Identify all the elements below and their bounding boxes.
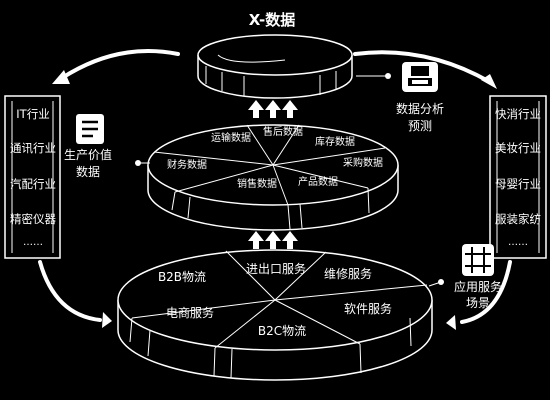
middle-segment-label: 运输数据 [211,131,251,144]
bottom-segment-label: 进出口服务 [246,261,306,276]
grid-icon [462,244,494,276]
left-industry-item: 精密仪器 [10,212,56,226]
middle-side-label-1: 生产价值 [64,147,112,162]
right-industry-item: 母婴行业 [495,177,541,191]
bottom-segment-label: B2C物流 [258,324,306,338]
left-industry-item: 汽配行业 [10,177,56,191]
right-industry-more: …… [508,237,528,248]
middle-segment-label: 产品数据 [298,175,338,188]
middle-segment-label: 销售数据 [237,177,277,190]
up-arrows-lower [248,231,298,249]
middle-segment-label: 采购数据 [343,156,383,169]
middle-disc [147,124,399,231]
top-connector-dot [385,73,391,79]
up-arrow-icon [248,231,264,249]
printer-icon [402,62,438,92]
up-arrow-icon [282,100,298,118]
bottom-segment-label: 电商服务 [166,305,214,320]
bottom-left-curve-arrow [38,260,102,322]
bottom-segment-label: 维修服务 [324,266,372,281]
bottom-disc [117,249,433,381]
left-industry-item: 通讯行业 [10,141,56,155]
right-industry-box: 快消行业 美妆行业 母婴行业 服装家纺 …… [489,95,547,259]
up-arrow-icon [248,100,264,118]
arrowhead-top-left [52,70,70,84]
top-left-curve-arrow [60,49,180,80]
up-arrow-icon [282,231,298,249]
top-side-label-1: 数据分析 [396,101,444,116]
arrowhead-bottom-left [102,312,112,328]
bottom-segment-label: B2B物流 [158,270,206,284]
middle-segment-label: 财务数据 [167,158,207,171]
arrowhead-top-right [481,74,497,89]
right-industry-item: 服装家纺 [495,212,541,226]
flow-arrows [38,49,512,324]
top-disc [197,34,353,99]
left-industry-item: IT行业 [16,107,49,121]
right-industry-item: 美妆行业 [495,141,541,155]
bottom-connector [428,281,442,287]
middle-segment-label: 库存数据 [315,135,355,148]
left-industry-box: IT行业 通讯行业 汽配行业 精密仪器 …… [4,95,61,259]
arrowhead-bottom-right [446,315,456,330]
up-arrow-icon [265,100,281,118]
up-arrow-icon [265,231,281,249]
top-side-label-2: 预测 [408,119,432,133]
up-arrows-upper [248,100,298,118]
top-right-curve-arrow [353,50,492,84]
bottom-right-curve-arrow [460,260,512,324]
middle-segment-label: 售后数据 [263,125,303,138]
right-industry-item: 快消行业 [495,107,541,121]
left-industry-more: …… [23,237,43,248]
bottom-side-label-2: 场景 [466,296,490,310]
document-icon [76,114,104,144]
bottom-side-label-1: 应用服务 [454,279,502,294]
diagram-title: X-数据 [249,11,296,29]
middle-side-label-2: 数据 [76,164,100,179]
bottom-segment-label: 软件服务 [344,301,392,316]
